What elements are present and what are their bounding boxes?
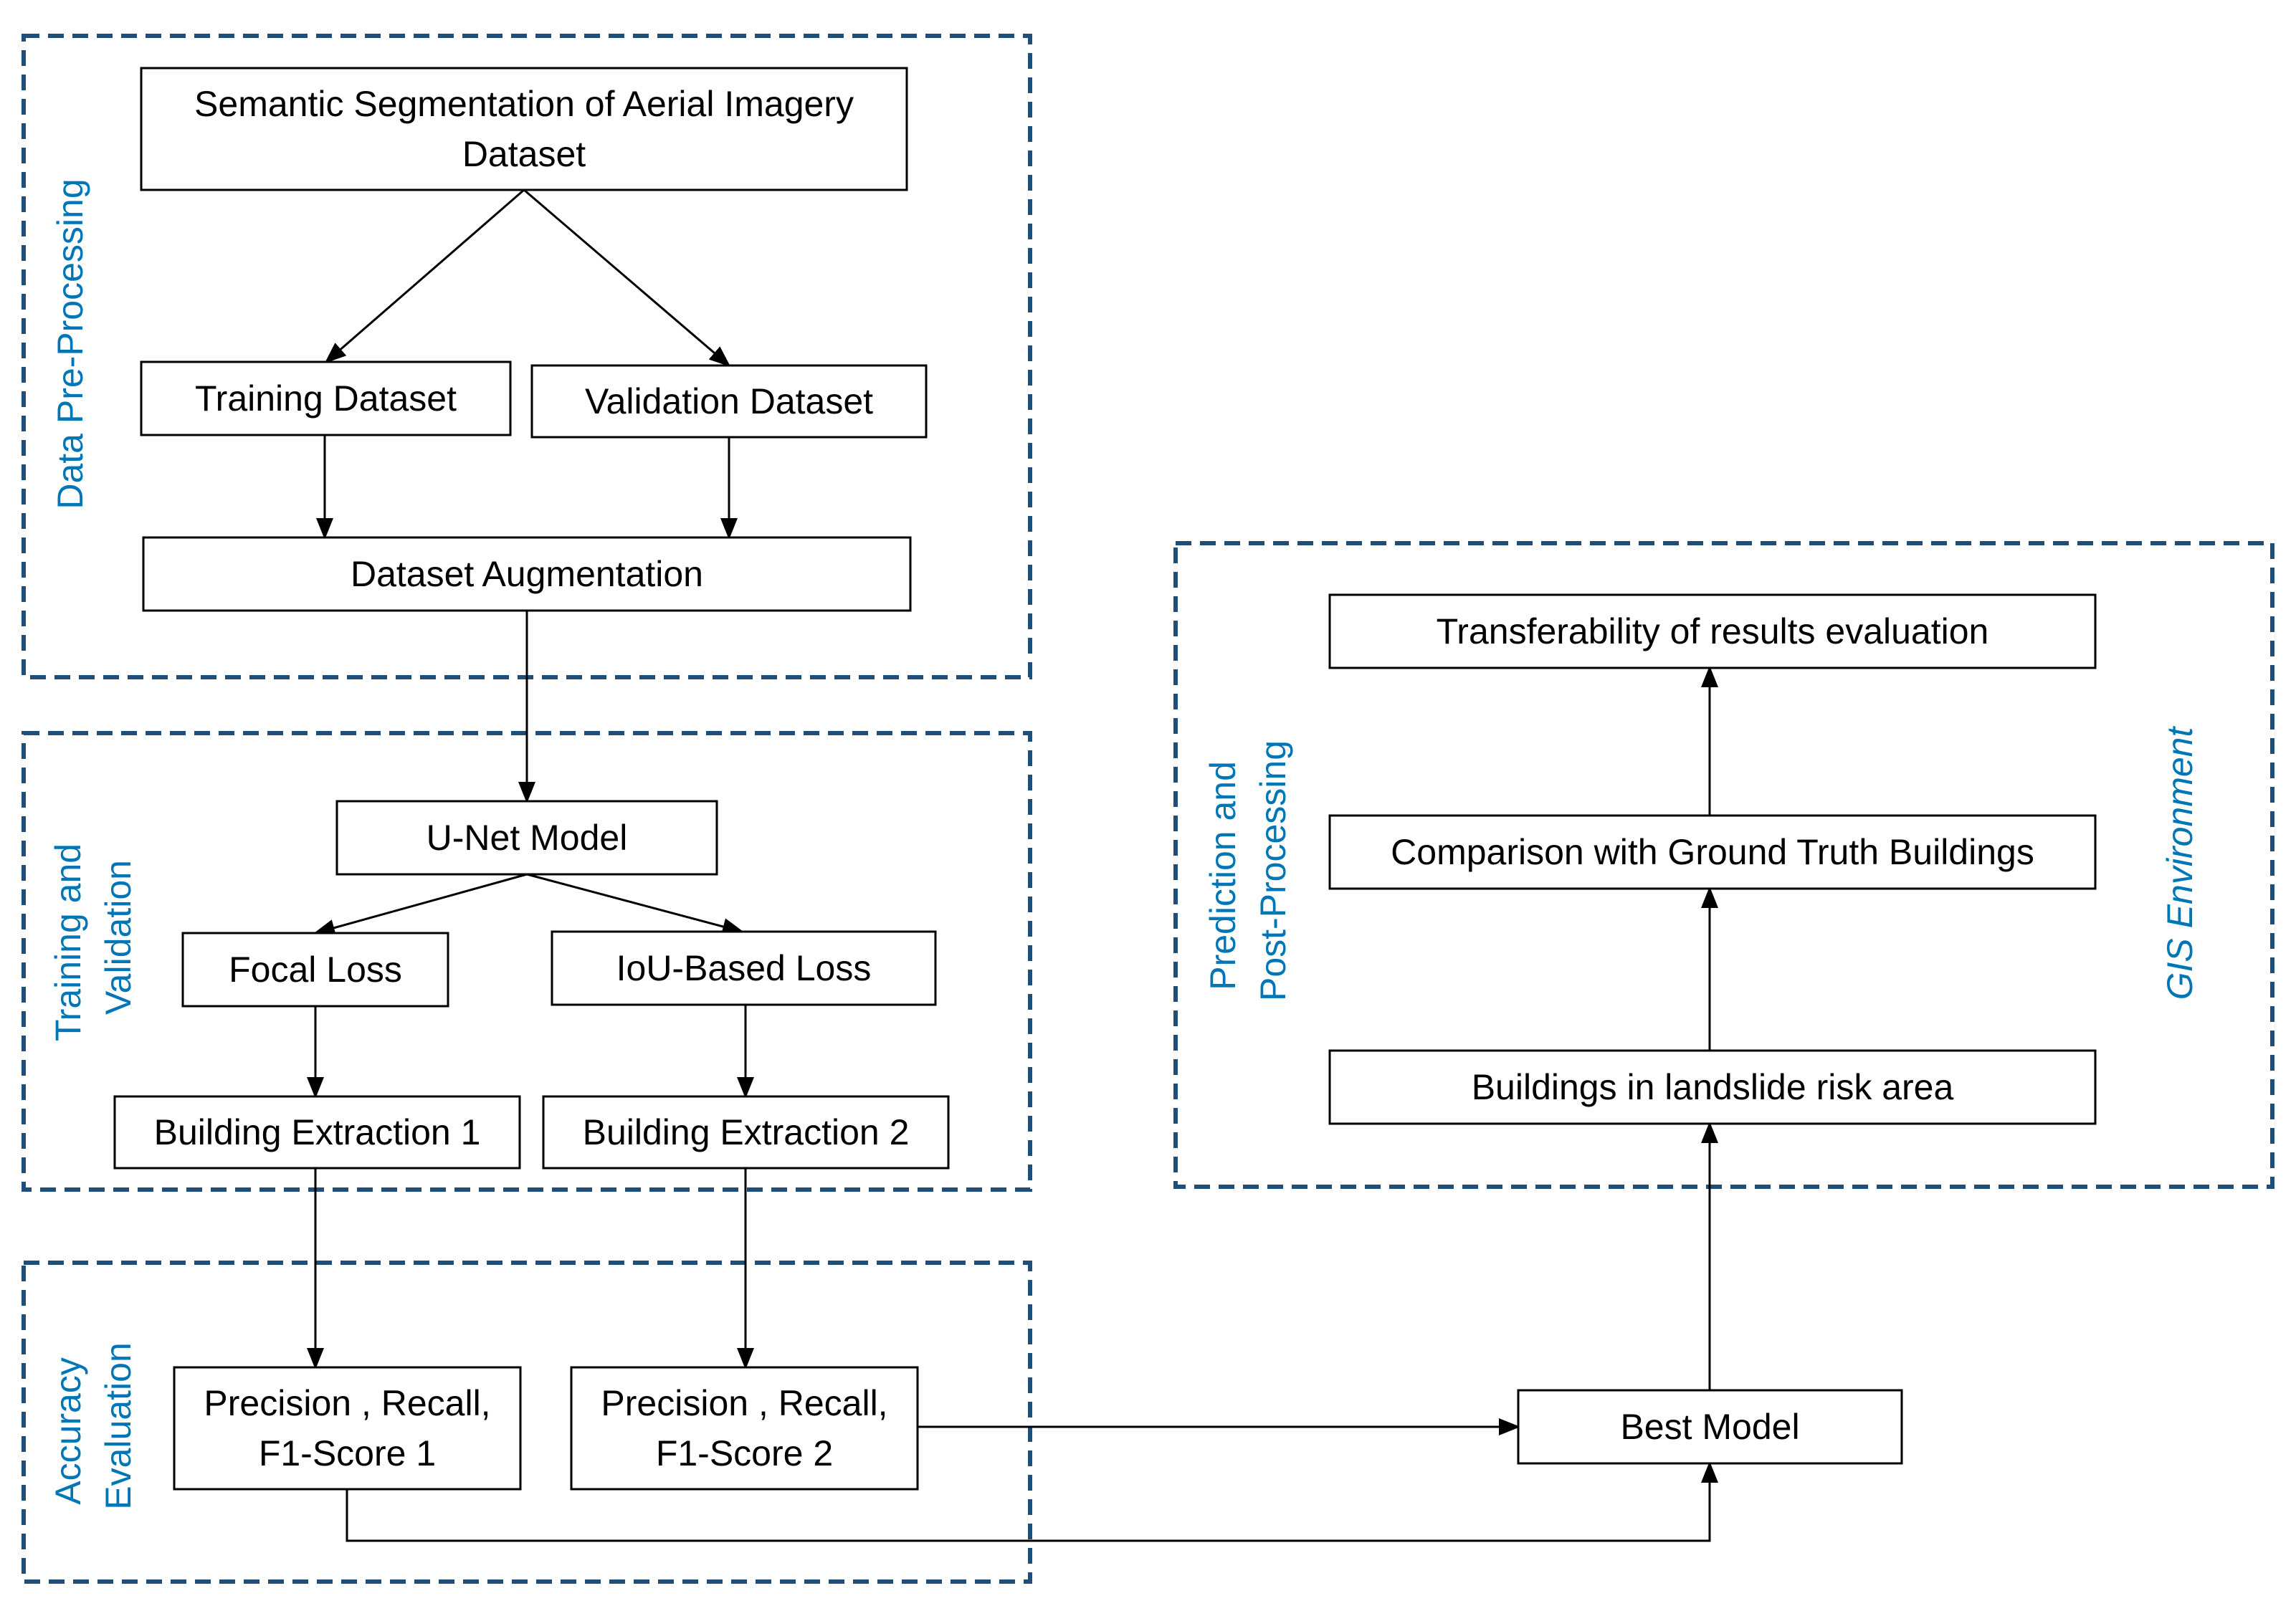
node-box-building-extraction-2 (542, 1095, 950, 1170)
node-label-validation-dataset-line-1: Validation Dataset (585, 381, 873, 421)
node-label-transferability-line-1: Transferability of results evaluation (1437, 611, 1989, 651)
node-label-comparison-line-1: Comparison with Ground Truth Buildings (1391, 832, 2034, 872)
node-box-transferability (1328, 593, 2097, 669)
node-augmentation: Dataset Augmentation (142, 536, 912, 612)
node-label-best-model-line-1: Best Model (1620, 1407, 1799, 1447)
arrow-dataset-to-training-dataset (324, 188, 525, 363)
node-label-metrics-2-line-1: Precision , Recall, (601, 1383, 887, 1423)
node-label-metrics-1-line-2: F1-Score 1 (259, 1433, 436, 1473)
node-label-augmentation-line-1: Dataset Augmentation (351, 554, 703, 594)
accuracy-frame (22, 1261, 1032, 1584)
node-box-dataset (140, 67, 908, 191)
group-label-gis: GIS Environment (2160, 726, 2200, 1000)
node-buildings-risk: Buildings in landslide risk area (1328, 1049, 2097, 1125)
node-label-building-extraction-2-line-1: Building Extraction 2 (583, 1112, 910, 1152)
edges-layer (307, 188, 1718, 1542)
node-label-iou-loss-line-1: IoU-Based Loss (616, 948, 872, 988)
arrow-unet-to-focal-loss (313, 873, 528, 937)
node-box-metrics-2 (570, 1366, 919, 1491)
node-best-model: Best Model (1517, 1389, 1903, 1465)
node-training-dataset: Training Dataset (140, 360, 512, 436)
node-dataset: Semantic Segmentation of Aerial ImageryD… (140, 67, 908, 191)
node-box-comparison (1328, 814, 2097, 890)
group-label-prediction-line-2: Post-Processing (1253, 740, 1293, 1001)
node-label-dataset-line-2: Dataset (462, 134, 586, 174)
node-box-augmentation (142, 536, 912, 612)
node-comparison: Comparison with Ground Truth Buildings (1328, 814, 2097, 890)
node-label-dataset-line-1: Semantic Segmentation of Aerial Imagery (194, 84, 854, 124)
group-label-prediction-line-1: Prediction and (1203, 761, 1243, 990)
node-label-buildings-risk-line-1: Buildings in landslide risk area (1472, 1067, 1954, 1107)
node-label-metrics-1-line-1: Precision , Recall, (204, 1383, 490, 1423)
group-label-preprocessing: Data Pre-Processing (50, 178, 90, 509)
node-focal-loss: Focal Loss (181, 932, 449, 1008)
node-unet: U-Net Model (335, 800, 718, 876)
node-validation-dataset: Validation Dataset (530, 364, 928, 439)
arrow-metrics-1-to-best-model (346, 1461, 1718, 1542)
node-box-unet (335, 800, 718, 876)
group-label-accuracy: Accuracy Evaluation (48, 1342, 138, 1510)
node-box-building-extraction-1 (113, 1095, 521, 1170)
node-box-iou-loss (551, 930, 937, 1006)
node-label-unet-line-1: U-Net Model (427, 818, 628, 858)
node-metrics-1: Precision , Recall, F1-Score 1 (173, 1366, 522, 1491)
group-label-accuracy-line-2: Evaluation (98, 1342, 138, 1510)
nodes-layer: Semantic Segmentation of Aerial ImageryD… (113, 67, 2097, 1491)
group-label-training: Training and Validation (48, 833, 138, 1041)
prediction-frame (1173, 541, 2274, 1189)
node-box-validation-dataset (530, 364, 928, 439)
node-transferability: Transferability of results evaluation (1328, 593, 2097, 669)
node-label-metrics-2-line-2: F1-Score 2 (656, 1433, 833, 1473)
group-label-prediction: Prediction and Post-Processing (1203, 740, 1293, 1001)
group-label-training-line-2: Validation (98, 860, 138, 1015)
arrow-unet-to-iou-loss (526, 873, 744, 935)
group-label-training-line-1: Training and (48, 843, 88, 1041)
node-metrics-2: Precision , Recall, F1-Score 2 (570, 1366, 919, 1491)
node-box-metrics-1 (173, 1366, 522, 1491)
node-box-focal-loss (181, 932, 449, 1008)
node-label-training-dataset-line-1: Training Dataset (195, 378, 457, 419)
node-iou-loss: IoU-Based Loss (551, 930, 937, 1006)
arrow-dataset-to-validation-dataset (523, 188, 731, 367)
node-box-training-dataset (140, 360, 512, 436)
node-label-focal-loss-line-1: Focal Loss (229, 950, 402, 990)
node-box-best-model (1517, 1389, 1903, 1465)
node-box-buildings-risk (1328, 1049, 2097, 1125)
node-building-extraction-2: Building Extraction 2 (542, 1095, 950, 1170)
node-label-building-extraction-1-line-1: Building Extraction 1 (154, 1112, 481, 1152)
group-label-accuracy-line-1: Accuracy (48, 1357, 88, 1505)
node-building-extraction-1: Building Extraction 1 (113, 1095, 521, 1170)
